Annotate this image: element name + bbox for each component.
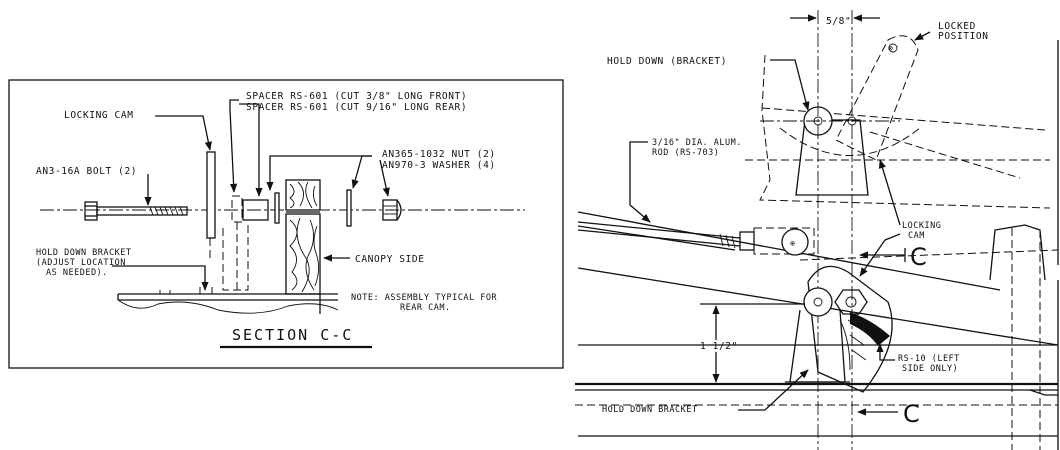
label-hold-down-top: HOLD DOWN (BRACKET) — [607, 56, 727, 67]
label-note-1: NOTE: ASSEMBLY TYPICAL FOR — [351, 293, 497, 303]
section-cc-panel: LOCKING CAM AN3-16A BOLT (2) SPACER RS-6… — [8, 79, 564, 369]
label-locking-cam: LOCKING CAM — [64, 110, 134, 121]
section-title: SECTION C-C — [232, 326, 353, 344]
label-spacer-front: SPACER RS-601 (CUT 3/8" LONG FRONT) — [246, 91, 467, 102]
svg-text:⊗: ⊗ — [888, 44, 894, 54]
alum-rod: ⊕ — [577, 221, 815, 256]
side-view-panel: ⊗ 5/8" LOCKED POSITION HOLD DOWN (BRACKE… — [575, 10, 1059, 450]
hold-down-bracket-hidden — [222, 225, 249, 291]
washer-right — [346, 189, 352, 227]
spacer-front — [231, 195, 243, 223]
label-hold-down-1: HOLD DOWN BRACKET — [36, 248, 132, 258]
label-cam: CAM — [908, 231, 925, 241]
label-locked: LOCKED — [938, 21, 976, 32]
ghost-bracket-upper: ⊗ — [779, 35, 921, 196]
label-hold-down-2: (ADJUST LOCATION — [36, 258, 126, 268]
an3-bolt — [84, 201, 188, 221]
svg-text:⊕: ⊕ — [790, 239, 796, 249]
base-plate — [117, 287, 339, 314]
label-hold-down-3: AS NEEDED). — [46, 268, 108, 278]
label-locking: LOCKING — [902, 221, 941, 231]
label-position: POSITION — [938, 31, 989, 42]
an365-nut — [382, 199, 402, 221]
section-mark-upper: C — [910, 243, 927, 271]
washer-left — [274, 192, 280, 224]
label-washer: AN970-3 WASHER (4) — [382, 160, 496, 171]
locking-cam-main — [803, 265, 893, 393]
section-mark-lower: C — [903, 400, 920, 428]
label-rs10-2: SIDE ONLY) — [902, 364, 958, 374]
label-rod-1: 3/16" DIA. ALUM. — [652, 138, 742, 148]
canopy-side-block — [285, 179, 321, 295]
label-spacer-rear: SPACER RS-601 (CUT 9/16" LONG REAR) — [246, 102, 467, 113]
label-bolt: AN3-16A BOLT (2) — [36, 166, 137, 177]
locking-cam-plate — [206, 151, 216, 239]
label-rs10-1: RS-10 (LEFT — [898, 354, 960, 364]
spacer-rear — [242, 199, 269, 221]
ghost-left-edge — [759, 54, 1051, 209]
dim-five-eighths: 5/8" — [826, 16, 851, 27]
label-rod-2: ROD (RS-703) — [652, 148, 719, 158]
section-frame — [8, 79, 564, 369]
label-canopy-side: CANOPY SIDE — [355, 254, 425, 265]
label-note-2: REAR CAM. — [400, 303, 451, 313]
label-hold-down-bottom: HOLD DOWN BRACKET — [602, 405, 698, 415]
label-nut: AN365-1032 NUT (2) — [382, 149, 496, 160]
dim-height: 1 1/2" — [700, 341, 738, 352]
